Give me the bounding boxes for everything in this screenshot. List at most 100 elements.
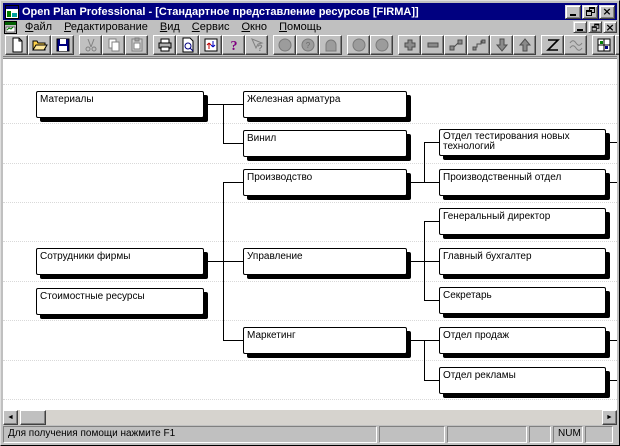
node-production-dept[interactable]: Производственный отдел bbox=[439, 169, 606, 196]
cut-button[interactable] bbox=[79, 35, 102, 55]
node-iron-fittings[interactable]: Железная арматура bbox=[243, 91, 407, 118]
menu-service[interactable]: Сервис bbox=[191, 21, 230, 33]
help-button[interactable]: ? bbox=[222, 35, 245, 55]
connector-line bbox=[424, 221, 439, 222]
paste-button[interactable] bbox=[125, 35, 148, 55]
menu-items: Файл Редактирование Вид Сервис Окно Помо… bbox=[19, 21, 569, 33]
node-marketing[interactable]: Маркетинг bbox=[243, 327, 407, 354]
child-window-icon[interactable] bbox=[4, 20, 17, 34]
menu-view[interactable]: Вид bbox=[159, 21, 180, 33]
row-separator bbox=[3, 202, 617, 203]
num-lock-indicator: NUM bbox=[553, 426, 583, 443]
circle-b-button[interactable] bbox=[370, 35, 393, 55]
copy-button[interactable] bbox=[102, 35, 125, 55]
new-button[interactable] bbox=[5, 35, 28, 55]
status-bar: Для получения помощи нажмите F1 NUM bbox=[3, 426, 617, 443]
row-separator bbox=[3, 123, 617, 124]
row-separator bbox=[3, 399, 617, 400]
node-employees[interactable]: Сотрудники фирмы bbox=[36, 248, 204, 275]
grid-view-button[interactable] bbox=[592, 35, 615, 55]
add-node-button[interactable] bbox=[398, 35, 421, 55]
child-restore-button[interactable] bbox=[588, 21, 602, 33]
node-management[interactable]: Управление bbox=[243, 248, 407, 275]
cut-scissors-icon bbox=[85, 38, 96, 52]
menu-help[interactable]: Помощь bbox=[279, 21, 322, 33]
minus-icon bbox=[427, 42, 438, 48]
horizontal-scrollbar[interactable]: ◄ ► bbox=[3, 410, 617, 425]
menu-edit[interactable]: Редактирование bbox=[64, 21, 148, 33]
circle-a-button[interactable] bbox=[347, 35, 370, 55]
wave-icon bbox=[569, 40, 582, 51]
cascade-view-button[interactable] bbox=[615, 35, 619, 55]
child-minimize-icon bbox=[577, 28, 583, 31]
zigzag-button[interactable] bbox=[541, 35, 564, 55]
scrollbar-thumb[interactable] bbox=[20, 410, 46, 425]
plus-icon bbox=[404, 39, 415, 51]
scroll-left-button[interactable]: ◄ bbox=[3, 410, 18, 425]
menu-file[interactable]: Файл bbox=[25, 21, 53, 33]
connector-line bbox=[606, 182, 617, 183]
node-vinyl[interactable]: Винил bbox=[243, 130, 407, 157]
link-nodes-icon bbox=[449, 39, 462, 51]
node-sales-dept[interactable]: Отдел продаж bbox=[439, 327, 606, 354]
restore-icon bbox=[585, 7, 595, 16]
row-separator bbox=[3, 360, 617, 361]
connector-line bbox=[424, 221, 425, 300]
steps-button[interactable] bbox=[467, 35, 490, 55]
print-preview-button[interactable] bbox=[176, 35, 199, 55]
svg-text:?: ? bbox=[257, 43, 263, 53]
child-minimize-button[interactable] bbox=[573, 21, 587, 33]
circle-node-button[interactable] bbox=[273, 35, 296, 55]
connector-line bbox=[223, 182, 243, 183]
save-button[interactable] bbox=[51, 35, 74, 55]
resource-diagram-canvas: Материалы Сотрудники фирмы Стоимостные р… bbox=[3, 58, 617, 412]
child-restore-icon bbox=[591, 23, 599, 31]
circle-b-icon bbox=[375, 38, 388, 52]
link-nodes-button[interactable] bbox=[444, 35, 467, 55]
printer-icon bbox=[158, 38, 171, 52]
svg-text:?: ? bbox=[305, 41, 310, 50]
open-button[interactable] bbox=[28, 35, 51, 55]
connector-line bbox=[424, 300, 439, 301]
node-production[interactable]: Производство bbox=[243, 169, 407, 196]
node-advertising-dept[interactable]: Отдел рекламы bbox=[439, 367, 606, 394]
paste-clipboard-icon bbox=[131, 37, 142, 52]
connector-line bbox=[424, 142, 439, 143]
node-general-director[interactable]: Генеральный директор bbox=[439, 208, 606, 235]
node-testing-dept[interactable]: Отдел тестирования новых технологий bbox=[439, 129, 606, 156]
print-button[interactable] bbox=[153, 35, 176, 55]
row-separator bbox=[3, 281, 617, 282]
connector-line bbox=[606, 380, 617, 381]
wave-button[interactable] bbox=[564, 35, 587, 55]
node-secretary[interactable]: Секретарь bbox=[439, 287, 606, 314]
row-separator bbox=[3, 320, 617, 321]
connector-line bbox=[223, 104, 224, 143]
node-materials[interactable]: Материалы bbox=[36, 91, 204, 118]
close-button[interactable]: × bbox=[599, 4, 615, 19]
arch-node-button[interactable] bbox=[319, 35, 342, 55]
context-help-button[interactable]: ? bbox=[245, 35, 268, 55]
row-separator bbox=[3, 84, 617, 85]
minimize-button[interactable] bbox=[565, 4, 581, 19]
move-down-button[interactable] bbox=[490, 35, 513, 55]
remove-node-button[interactable] bbox=[421, 35, 444, 55]
node-chief-accountant[interactable]: Главный бухгалтер bbox=[439, 248, 606, 275]
connector-line bbox=[606, 142, 617, 143]
circle-query-button[interactable]: ? bbox=[296, 35, 319, 55]
exchange-button[interactable] bbox=[199, 35, 222, 55]
circle-node-icon bbox=[278, 38, 291, 52]
restore-button[interactable] bbox=[582, 4, 598, 19]
title-bar: Open Plan Professional - [Стандартное пр… bbox=[3, 3, 617, 20]
grid-view-icon bbox=[597, 38, 610, 52]
node-cost-resources[interactable]: Стоимостные ресурсы bbox=[36, 288, 204, 315]
child-close-button[interactable]: × bbox=[603, 21, 617, 33]
scroll-right-icon: ► bbox=[606, 414, 613, 421]
save-disk-icon bbox=[56, 38, 69, 52]
menu-window[interactable]: Окно bbox=[241, 21, 268, 33]
scroll-right-button[interactable]: ► bbox=[602, 410, 617, 425]
connector-line bbox=[223, 182, 224, 340]
connector-line bbox=[424, 340, 425, 380]
move-up-button[interactable] bbox=[513, 35, 536, 55]
circle-query-icon: ? bbox=[301, 38, 314, 52]
